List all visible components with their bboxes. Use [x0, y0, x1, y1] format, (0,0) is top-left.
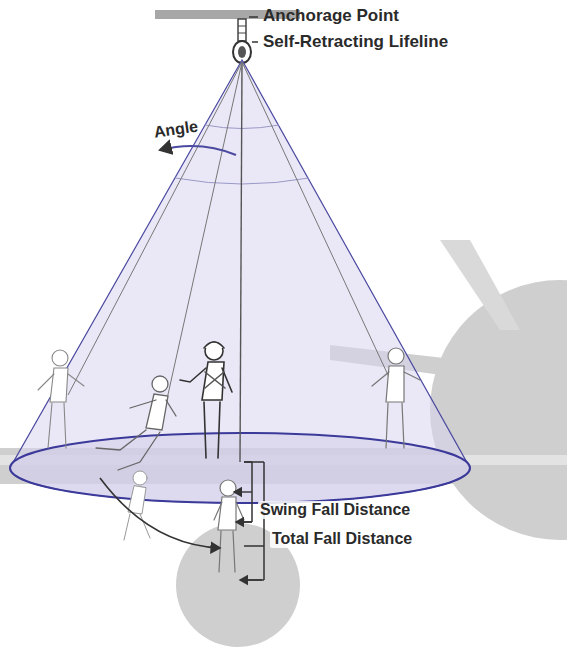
anchor-label: Anchorage Point: [261, 6, 401, 26]
angle-label: Angle: [151, 117, 202, 142]
swing-distance-label: Swing Fall Distance: [258, 501, 412, 519]
lifeline-label: Self-Retracting Lifeline: [261, 32, 450, 52]
total-distance-label: Total Fall Distance: [270, 530, 414, 548]
